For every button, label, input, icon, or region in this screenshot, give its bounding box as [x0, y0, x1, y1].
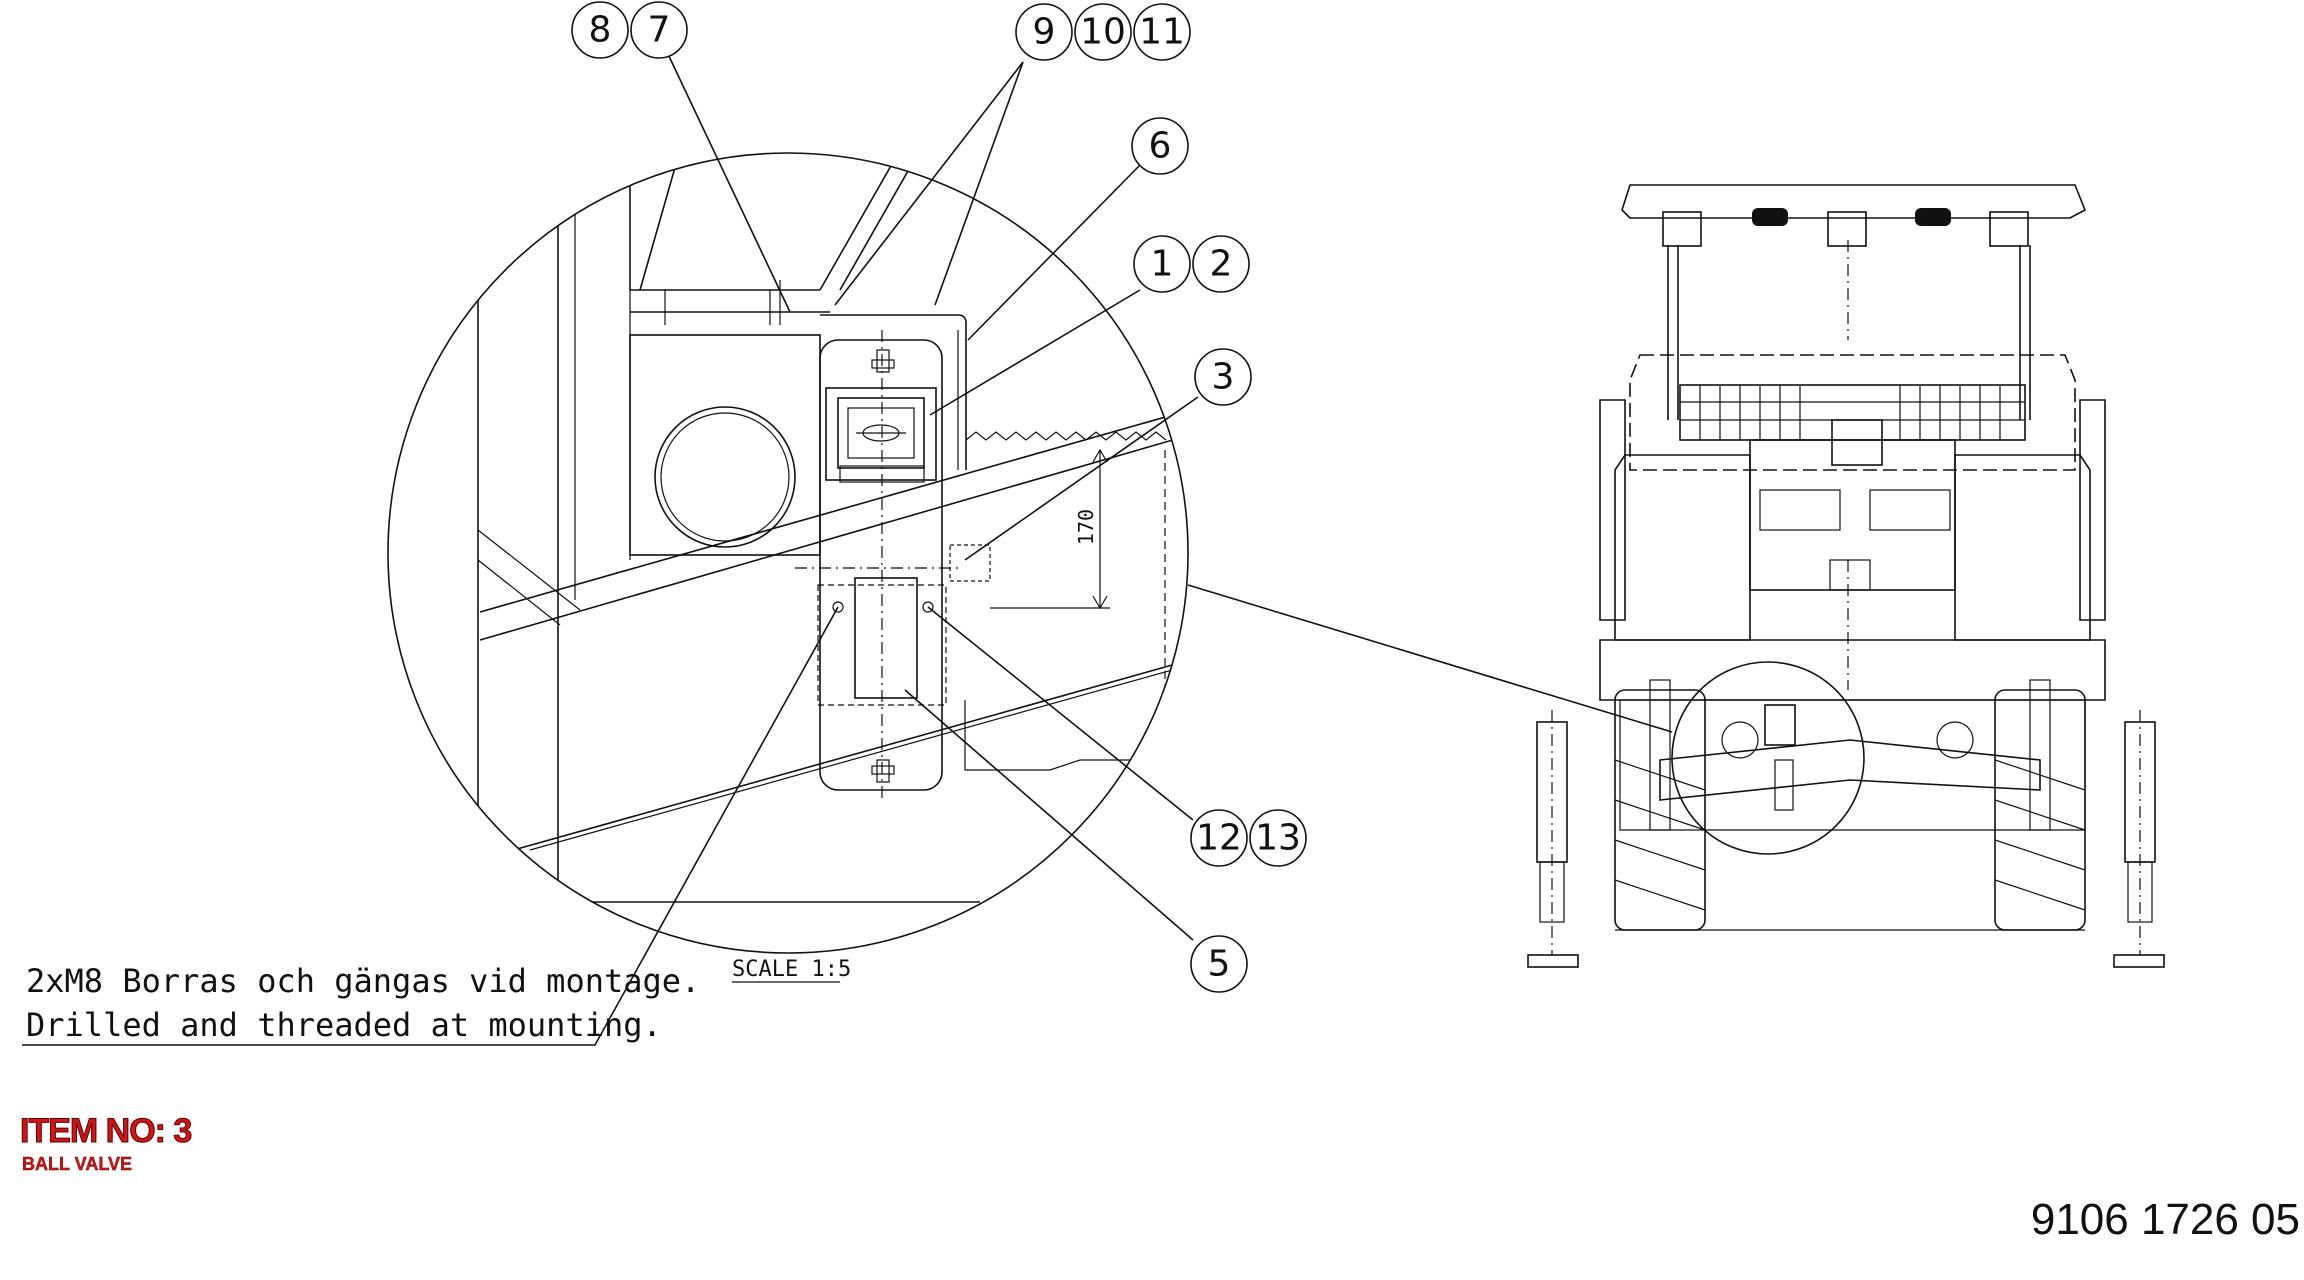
item-description: BALL VALVE	[22, 1154, 133, 1174]
svg-text:6: 6	[1149, 126, 1172, 167]
svg-text:9: 9	[1033, 12, 1056, 53]
balloon-5: 5	[1190, 935, 1248, 993]
detail-callout-circle	[1671, 661, 1865, 855]
balloon-11: 11	[1133, 3, 1191, 61]
balloon-13: 13	[1249, 809, 1307, 867]
svg-text:2: 2	[1210, 244, 1233, 285]
balloon-6: 6	[1131, 117, 1189, 175]
detail-view: 170	[387, 152, 1189, 954]
item-number-title: ITEM NO: 3	[19, 1112, 192, 1151]
svg-text:12: 12	[1196, 818, 1242, 859]
detail-connector	[1187, 584, 1673, 733]
balloon-2: 2	[1192, 235, 1250, 293]
svg-text:10: 10	[1080, 12, 1126, 53]
svg-text:13: 13	[1255, 818, 1301, 859]
dimension-170: 170	[1074, 509, 1098, 545]
svg-text:3: 3	[1212, 357, 1235, 398]
detail-contents	[477, 153, 1188, 953]
balloon-10: 10	[1074, 3, 1132, 61]
svg-text:7: 7	[648, 10, 671, 51]
svg-text:1: 1	[1151, 244, 1174, 285]
leaders	[22, 51, 1199, 1046]
balloon-12: 12	[1190, 809, 1248, 867]
svg-text:11: 11	[1139, 12, 1185, 53]
balloon-1: 1	[1133, 235, 1191, 293]
balloon-3: 3	[1194, 348, 1252, 406]
balloon-7: 7	[630, 1, 688, 59]
overview-view	[1527, 184, 2165, 968]
svg-text:5: 5	[1208, 944, 1231, 985]
scale-label: SCALE 1:5	[732, 957, 851, 982]
detail-circle	[387, 152, 1189, 954]
svg-text:8: 8	[589, 10, 612, 51]
note-line-swedish: 2xM8 Borras och gängas vid montage.	[26, 962, 700, 1000]
drawing-number: 9106 1726 05	[2030, 1195, 2300, 1244]
balloon-9: 9	[1015, 3, 1073, 61]
note-line-english: Drilled and threaded at mounting.	[26, 1006, 662, 1044]
balloon-8: 8	[571, 1, 629, 59]
